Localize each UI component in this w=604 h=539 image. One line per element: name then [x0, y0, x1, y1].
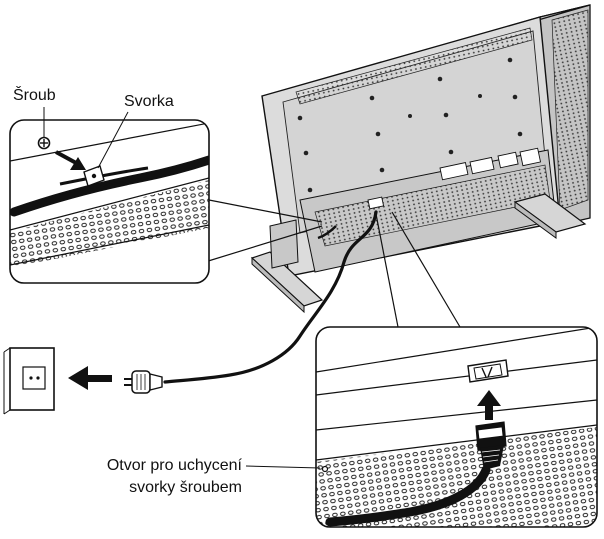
monitor-back-panel [250, 4, 591, 314]
screw-label: Šroub [13, 87, 56, 104]
screw-icon [37, 136, 51, 150]
inset-screw-clamp [9, 107, 210, 284]
power-cable [163, 210, 378, 384]
arrow-down-right-icon [55, 150, 86, 170]
power-plug-icon [124, 370, 163, 394]
clamp-label: Svorka [124, 93, 174, 110]
iec-plug-icon [475, 421, 507, 470]
screw-hole-label-line1: Otvor pro uchycení [106, 457, 242, 474]
clamp-icon [83, 165, 105, 187]
wall-outlet-icon [3, 347, 55, 415]
power-connector-icon [467, 359, 509, 383]
screw-hole-icon [321, 465, 329, 473]
arrow-left-icon [68, 366, 112, 390]
arrow-up-icon [477, 390, 501, 420]
inset-power-connector [315, 326, 598, 528]
screw-hole-label-line2: svorky šroubem [129, 479, 242, 496]
callout-lines [204, 199, 461, 328]
